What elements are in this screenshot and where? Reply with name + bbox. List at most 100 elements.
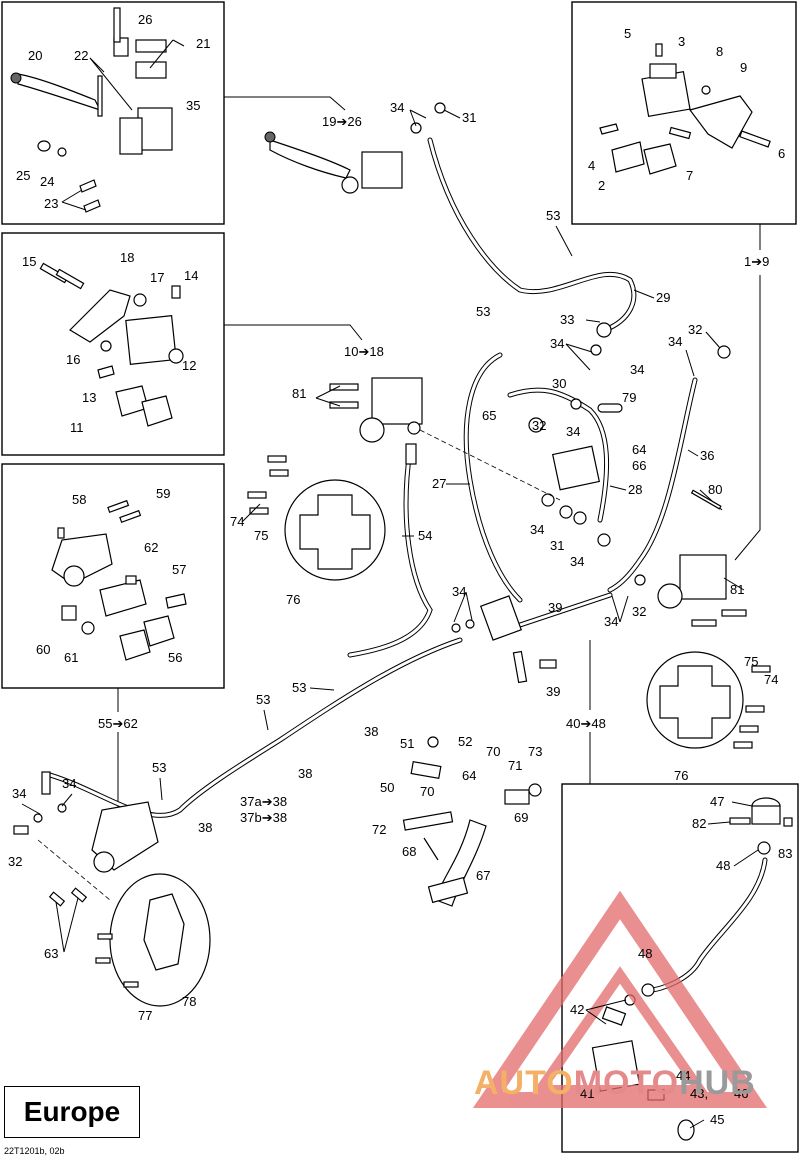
callout: 76 bbox=[674, 768, 688, 783]
callout: 26 bbox=[138, 12, 152, 27]
connector-line bbox=[224, 96, 346, 111]
callout: 24 bbox=[40, 174, 54, 189]
callout: 8 bbox=[716, 44, 723, 59]
callout: 64 bbox=[462, 768, 476, 783]
inset-box-front-right-caliper bbox=[571, 1, 797, 225]
callout: 5 bbox=[624, 26, 631, 41]
rear-brake-disc-icon bbox=[95, 873, 211, 1007]
inset-box-front-left-caliper bbox=[1, 232, 225, 456]
callout: 17 bbox=[150, 270, 164, 285]
callout: 32 bbox=[688, 322, 702, 337]
callout: 68 bbox=[402, 844, 416, 859]
callout: 60 bbox=[36, 642, 50, 657]
callout: 38 bbox=[298, 766, 312, 781]
front-left-caliper-main-icon bbox=[329, 377, 423, 465]
callout: 23 bbox=[44, 196, 58, 211]
callout: 52 bbox=[458, 734, 472, 749]
inset-box-rear-master-cylinder bbox=[561, 783, 799, 1153]
callouts: 20 22 26 21 35 25 24 23 5 3 8 9 4 2 7 6 … bbox=[8, 12, 792, 1127]
watermark-triangle-logo bbox=[472, 890, 768, 1108]
callout: 38 bbox=[198, 820, 212, 835]
callout: 53 bbox=[546, 208, 560, 223]
front-master-cylinder-icon bbox=[264, 102, 446, 194]
front-left-caliper-icon bbox=[39, 262, 184, 427]
callout: 51 bbox=[400, 736, 414, 751]
callout: 34 bbox=[570, 554, 584, 569]
callout: 79 bbox=[622, 390, 636, 405]
front-right-caliper-icon bbox=[599, 43, 771, 175]
region-label: Europe bbox=[4, 1086, 140, 1138]
callout: 43, bbox=[690, 1086, 708, 1101]
callout: 25 bbox=[16, 168, 30, 183]
callout: 34 bbox=[630, 362, 644, 377]
front-left-brake-disc-icon bbox=[284, 479, 386, 581]
callout: 58 bbox=[72, 492, 86, 507]
front-right-brake-disc-icon bbox=[646, 651, 744, 749]
callout: 56 bbox=[168, 650, 182, 665]
watermark-part: HUB bbox=[679, 1064, 756, 1102]
callout: 82 bbox=[692, 816, 706, 831]
callout: 48 bbox=[638, 946, 652, 961]
callout: 33 bbox=[560, 312, 574, 327]
reference-code: 22T1201b, 02b bbox=[4, 1146, 65, 1156]
watermark-part: MOTO bbox=[573, 1064, 680, 1102]
callout: 34 bbox=[566, 424, 580, 439]
disc-bolts-icon bbox=[247, 455, 771, 749]
master-cylinder-assembly-icon bbox=[10, 7, 173, 213]
callout: 18 bbox=[120, 250, 134, 265]
callout: 21 bbox=[196, 36, 210, 51]
callout: 75 bbox=[744, 654, 758, 669]
callout: 75 bbox=[254, 528, 268, 543]
callout: 14 bbox=[184, 268, 198, 283]
brake-distribution-block-icon bbox=[528, 322, 731, 547]
callout: 20 bbox=[28, 48, 42, 63]
callout: 22 bbox=[74, 48, 88, 63]
callout: 80 bbox=[708, 482, 722, 497]
callout: 34 bbox=[12, 786, 26, 801]
callout: 34 bbox=[668, 334, 682, 349]
rear-caliper-main-icon bbox=[13, 771, 159, 907]
callout: 15 bbox=[22, 254, 36, 269]
callout: 19➔26 bbox=[322, 114, 362, 129]
callout: 34 bbox=[390, 100, 404, 115]
callout: 10➔18 bbox=[344, 344, 384, 359]
callout: 6 bbox=[778, 146, 785, 161]
callout: 28 bbox=[628, 482, 642, 497]
callout: 78 bbox=[182, 994, 196, 1009]
callout: 40➔48 bbox=[566, 716, 606, 731]
watermark-part: AUTO bbox=[474, 1064, 574, 1102]
callout: 46 bbox=[734, 1086, 748, 1101]
callout: 83 bbox=[778, 846, 792, 861]
callout: 29 bbox=[656, 290, 670, 305]
callout: 39 bbox=[546, 684, 560, 699]
connector-line bbox=[734, 275, 761, 561]
callout: 36 bbox=[700, 448, 714, 463]
callout: 53 bbox=[256, 692, 270, 707]
callout: 34 bbox=[550, 336, 564, 351]
callout: 67 bbox=[476, 868, 490, 883]
callout: 32 bbox=[532, 418, 546, 433]
watermark-text: AUTOMOTOHUB bbox=[474, 1064, 756, 1103]
callout: 12 bbox=[182, 358, 196, 373]
callout: 3 bbox=[678, 34, 685, 49]
callout: 73 bbox=[528, 744, 542, 759]
callout: 35 bbox=[186, 98, 200, 113]
front-right-caliper-main-icon bbox=[634, 554, 747, 627]
callout: 74 bbox=[764, 672, 778, 687]
callout: 64 bbox=[632, 442, 646, 457]
rear-caliper-icon bbox=[51, 499, 187, 661]
callout: 47 bbox=[710, 794, 724, 809]
callout: 81 bbox=[292, 386, 306, 401]
callout: 74 bbox=[230, 514, 244, 529]
callout: 53 bbox=[152, 760, 166, 775]
callout: 70 bbox=[420, 784, 434, 799]
callout: 76 bbox=[286, 592, 300, 607]
callout: 61 bbox=[64, 650, 78, 665]
callout: 72 bbox=[372, 822, 386, 837]
callout: 45 bbox=[710, 1112, 724, 1127]
hose-29 bbox=[427, 137, 637, 333]
callout: 70 bbox=[486, 744, 500, 759]
callout: 62 bbox=[144, 540, 158, 555]
callout: 42 bbox=[570, 1002, 584, 1017]
callout: 54 bbox=[418, 528, 432, 543]
